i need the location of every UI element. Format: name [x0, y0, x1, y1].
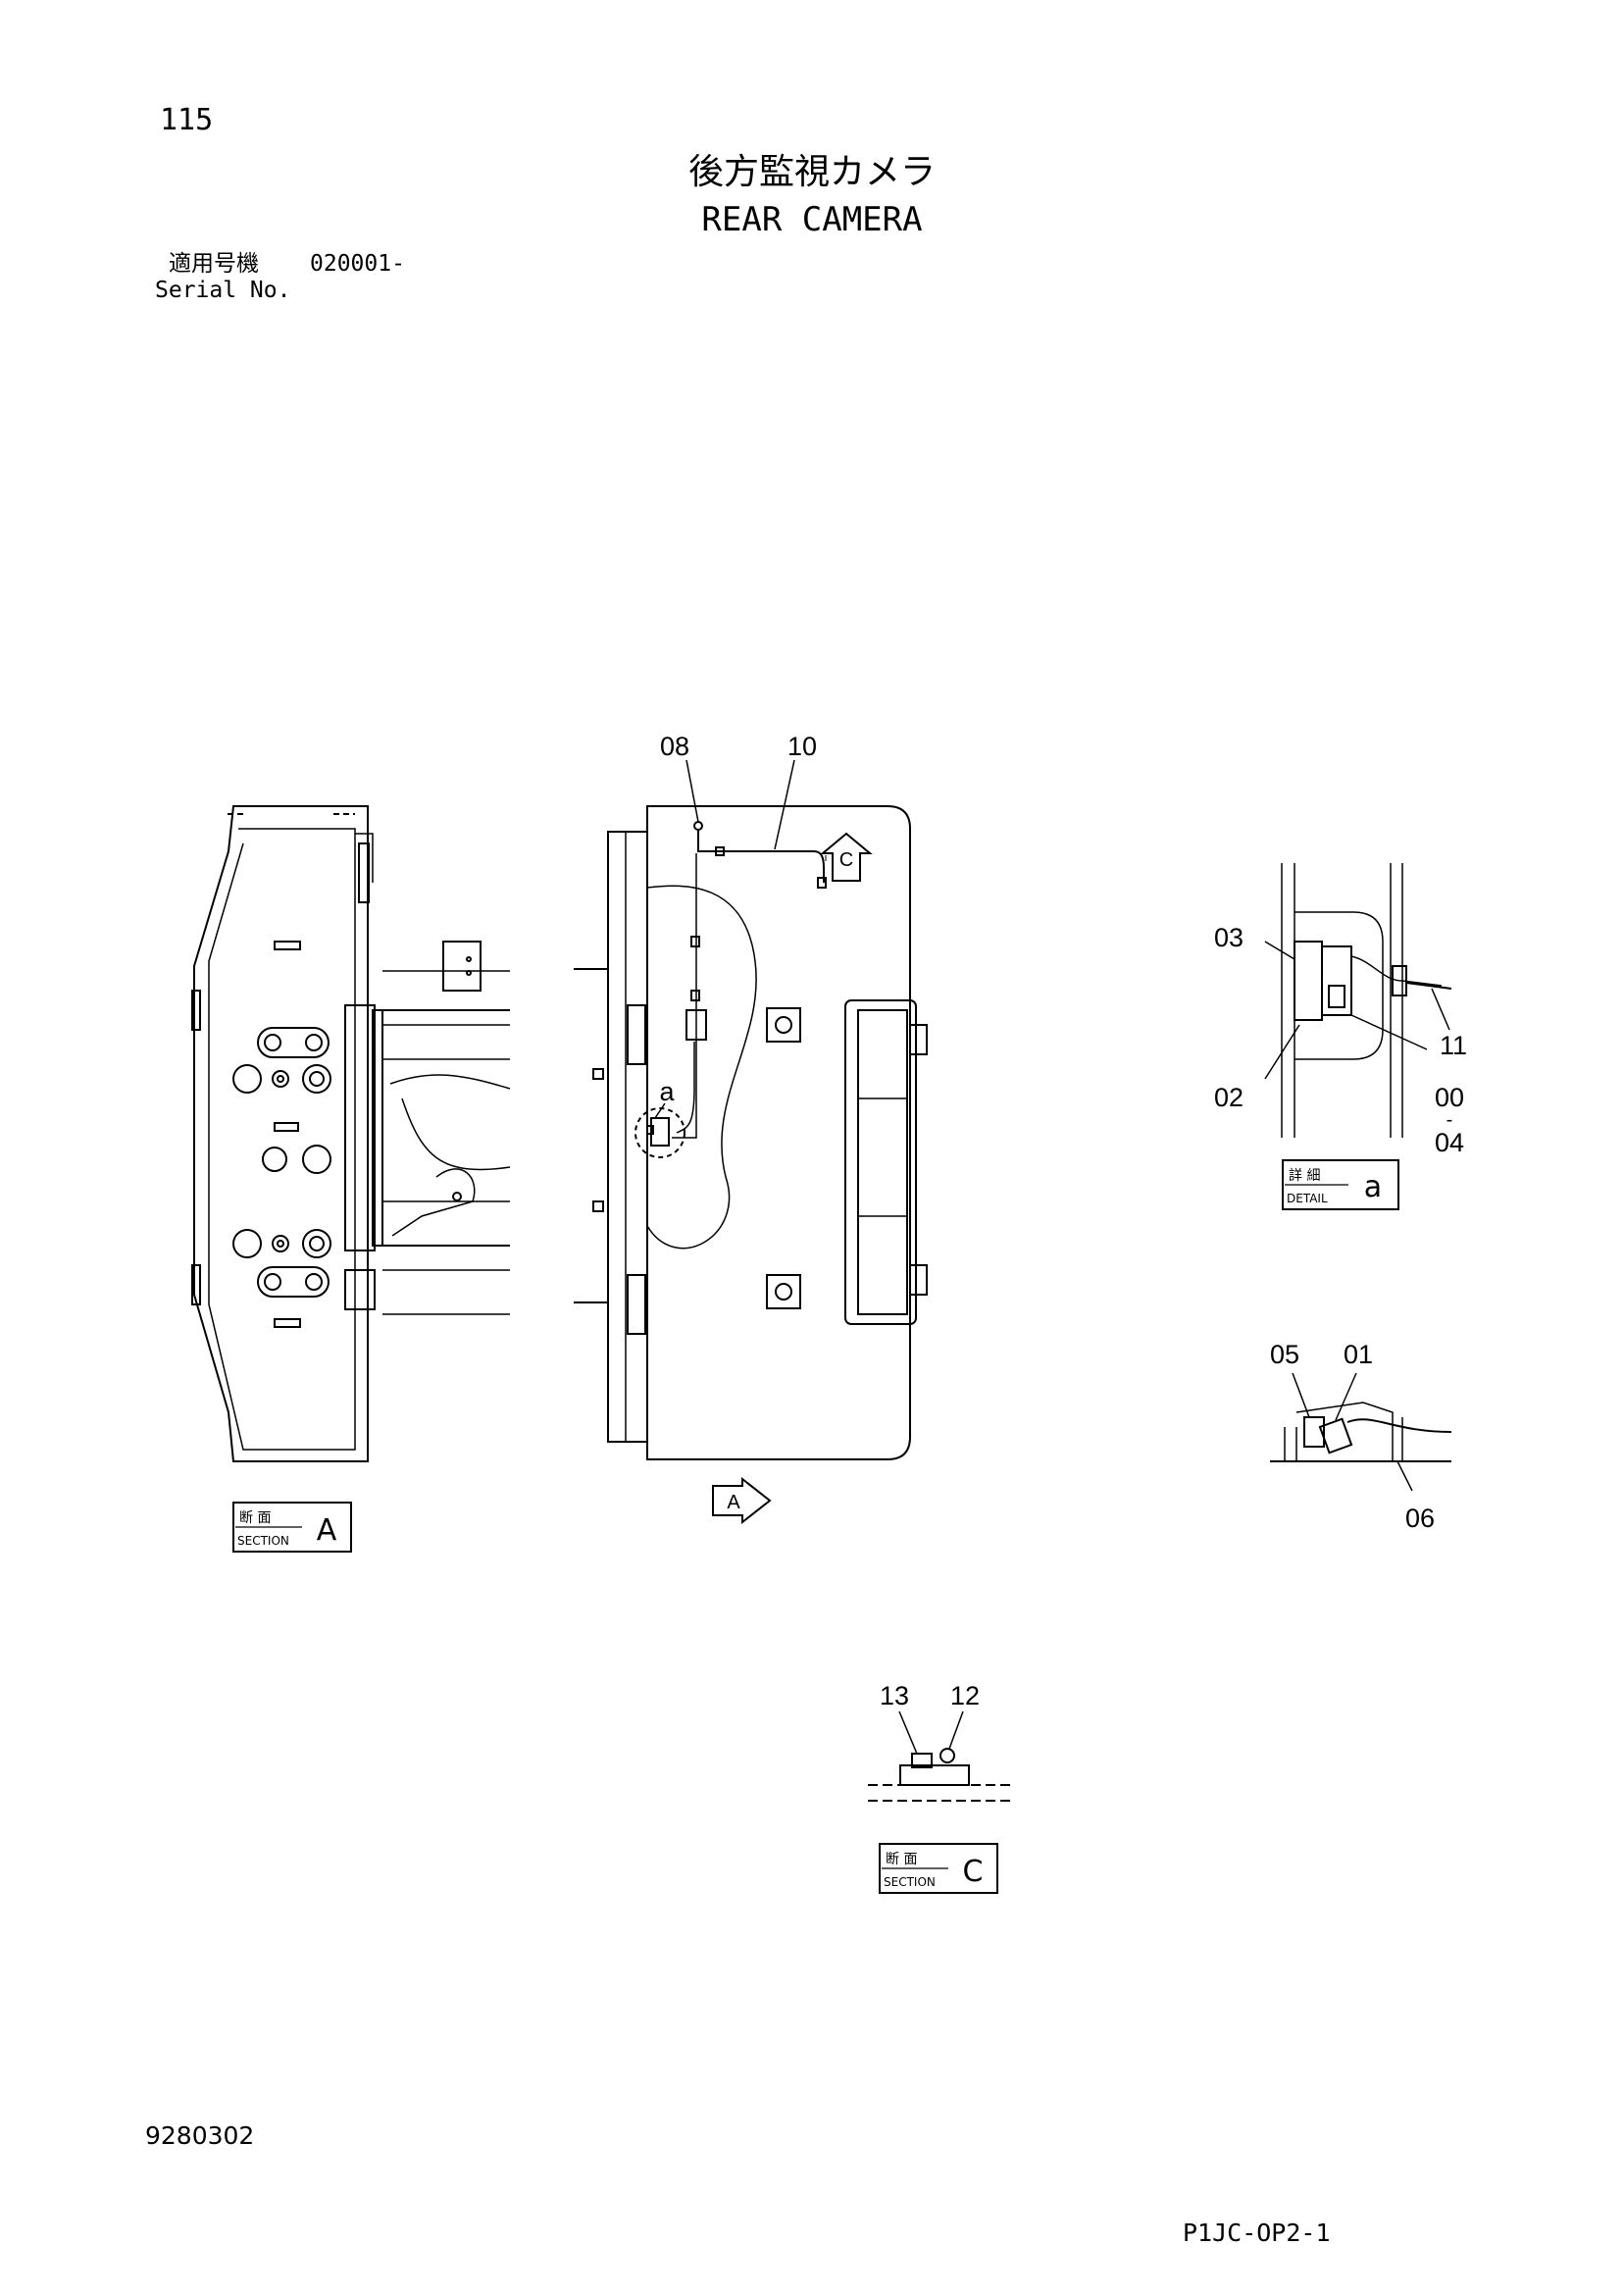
section-c-en: SECTION [884, 1875, 936, 1889]
title-japanese: 後方監視カメラ [687, 152, 936, 192]
detail-a-marker: a [659, 1077, 675, 1106]
callout-03: 03 [1214, 923, 1243, 952]
callout-10: 10 [787, 732, 817, 761]
callout-06: 06 [1405, 1504, 1435, 1533]
section-a-en: SECTION [237, 1534, 289, 1548]
section-a-label-box [232, 1502, 352, 1553]
callout-01: 01 [1344, 1340, 1373, 1369]
section-c-label-box [879, 1843, 998, 1894]
callout-02: 02 [1214, 1083, 1243, 1112]
serial-label-english: Serial No. [155, 278, 291, 303]
section-c-letter: C [963, 1855, 984, 1889]
callout-13: 13 [880, 1681, 909, 1710]
callout-00-dash: - [1446, 1109, 1453, 1131]
view-a-arrow [712, 1476, 772, 1525]
section-a-view [191, 805, 511, 1462]
callout-08: 08 [660, 732, 689, 761]
callout-05: 05 [1270, 1340, 1299, 1369]
drawing-number: 9280302 [145, 2121, 255, 2150]
rear-view [574, 805, 928, 1460]
detail-a-en: DETAIL [1287, 1192, 1328, 1205]
serial-number: 020001- [310, 251, 405, 277]
detail-a-letter: a [1364, 1170, 1382, 1204]
view-a-arrow-letter: A [727, 1492, 740, 1513]
section-a-jp: 断 面 [239, 1510, 271, 1526]
section-c-view [868, 1710, 1010, 1802]
callout-00: 00 [1435, 1083, 1464, 1112]
page-code: P1JC-OP2-1 [1183, 2219, 1331, 2247]
title-english: REAR CAMERA [701, 200, 923, 239]
callout-04: 04 [1435, 1128, 1464, 1157]
page-number: 115 [160, 103, 214, 137]
callout-12: 12 [950, 1681, 980, 1710]
detail-a-label-box [1282, 1159, 1399, 1210]
callout-11: 11 [1440, 1031, 1467, 1060]
detail-a-view [1264, 863, 1452, 1138]
serial-label-japanese: 適用号機 [169, 251, 259, 277]
section-a-letter: A [317, 1513, 337, 1548]
detail-sub-view [1270, 1372, 1452, 1492]
view-c-arrow-letter: C [839, 849, 853, 871]
section-c-jp: 断 面 [886, 1852, 917, 1867]
detail-a-jp: 詳 細 [1289, 1168, 1320, 1184]
